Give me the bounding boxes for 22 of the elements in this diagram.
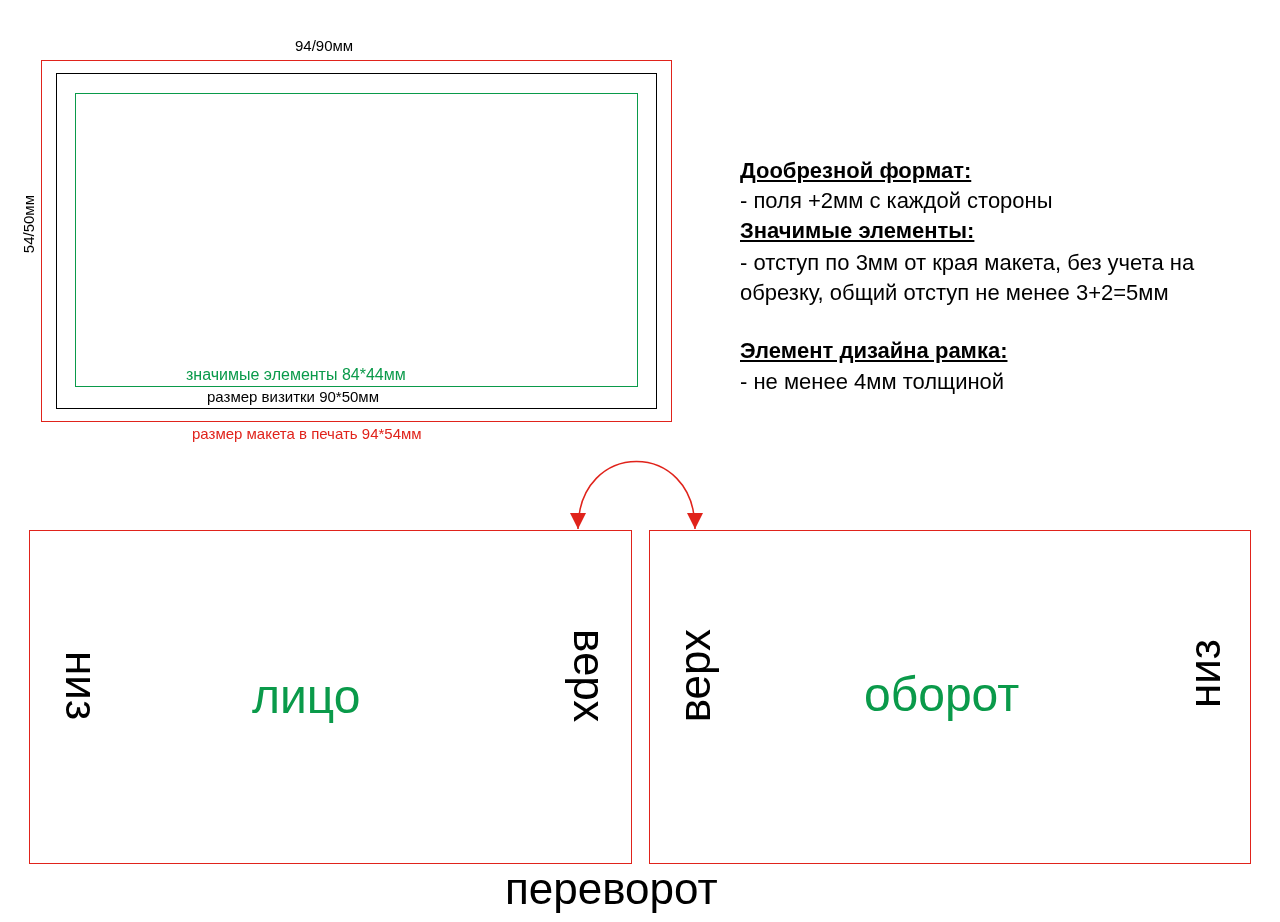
note-text: - не менее 4мм толщиной	[740, 369, 1005, 395]
note-heading: Значимые элементы:	[740, 218, 975, 244]
note-heading: Дообрезной формат:	[740, 158, 972, 184]
dimension-label: 94/90мм	[295, 37, 354, 54]
flip-arrow	[571, 460, 702, 530]
dimension-label: 54/50мм	[20, 195, 37, 254]
flip-caption: переворот	[505, 864, 718, 914]
front-side-panel	[29, 530, 632, 864]
note-heading: Элемент дизайна рамка:	[740, 338, 1008, 364]
safe-area-frame	[75, 93, 638, 387]
back-side-panel	[649, 530, 1251, 864]
size-caption: значимые элементы 84*44мм	[186, 366, 406, 384]
orientation-label: низ	[1180, 639, 1230, 709]
size-caption: размер визитки 90*50мм	[207, 388, 379, 405]
note-text: - поля +2мм с каждой стороны	[740, 188, 1053, 214]
orientation-label: низ	[56, 651, 106, 721]
orientation-label: верх	[670, 629, 720, 723]
side-title: лицо	[252, 669, 361, 724]
note-text: - отступ по 3мм от края макета, без учета на обрезку, общий отступ не менее 3+2=5мм	[740, 249, 1196, 307]
orientation-label: верх	[564, 629, 614, 723]
size-caption: размер макета в печать 94*54мм	[192, 425, 422, 442]
side-title: оборот	[864, 667, 1020, 722]
